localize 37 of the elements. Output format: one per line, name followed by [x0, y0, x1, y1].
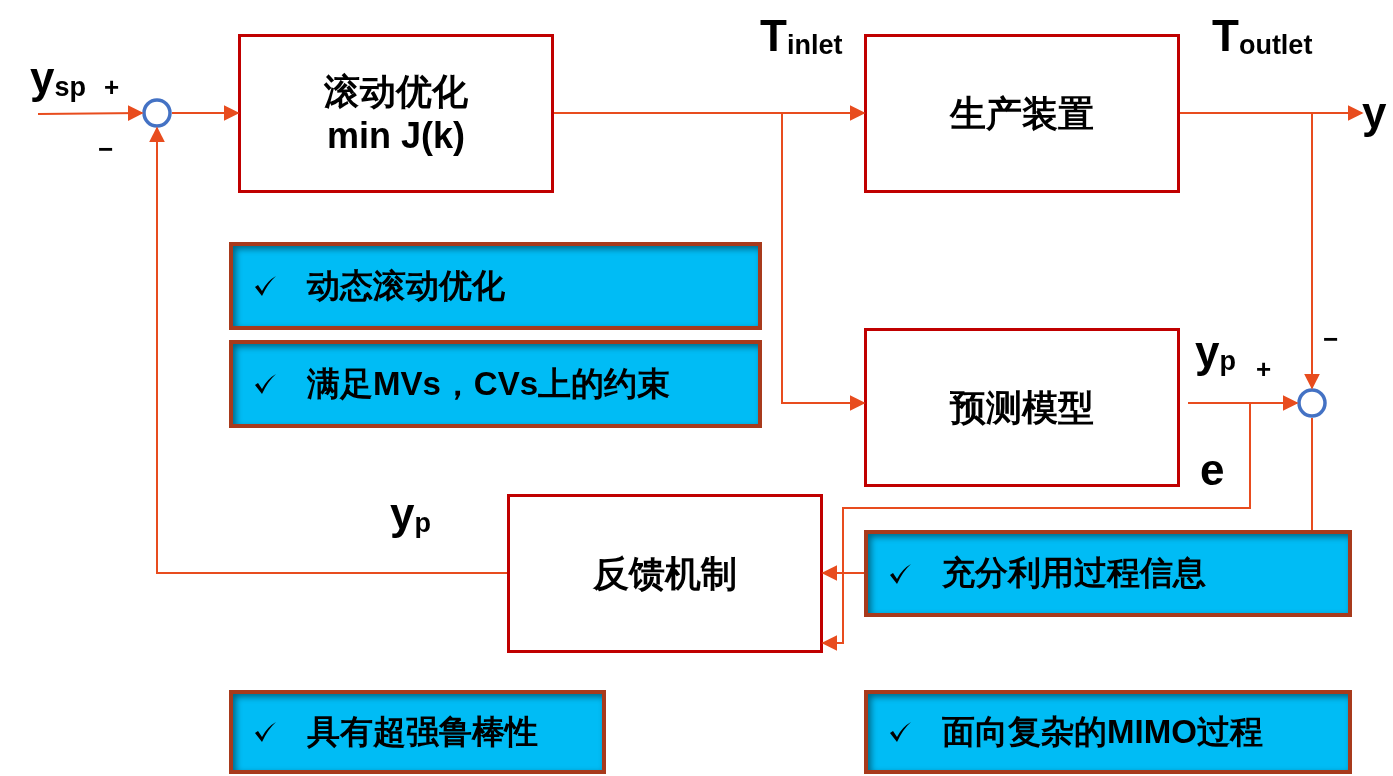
bullet-text: 具有超强鲁棒性 [307, 711, 538, 752]
process-box [507, 494, 823, 653]
signal-label: e [1200, 448, 1225, 492]
signal-label: y$_{sp}$ [30, 56, 86, 100]
arrow [821, 565, 865, 581]
bullet-text: 充分利用过程信息 [942, 553, 1206, 593]
box-label: 反馈机制 [593, 551, 737, 596]
bullet-banner [229, 242, 762, 330]
sign-label: + [1256, 356, 1272, 382]
summing-junction [1297, 388, 1327, 418]
signal-label: y [1362, 91, 1387, 135]
arrow [171, 105, 240, 121]
arrow [37, 105, 144, 122]
arrow [821, 402, 1251, 651]
box-label: 预测模型 [950, 385, 1094, 430]
sign-label: + [104, 74, 120, 100]
signal-label: y$_{p}$ [390, 492, 431, 536]
bullet-banner [229, 690, 606, 774]
signal-label: T$_{inlet}$ [760, 14, 843, 58]
box-label: 滚动优化 min J(k) [323, 70, 469, 157]
sign-label: − [98, 136, 114, 162]
bullet-banner [864, 690, 1352, 774]
bullet-text: 动态滚动优化 [307, 265, 505, 306]
signal-label: T$_{outlet}$ [1212, 14, 1313, 58]
connector-line [1311, 417, 1313, 531]
bullet-banner [229, 340, 762, 428]
bullet-text: 面向复杂的MIMO过程 [942, 711, 1263, 752]
process-box [864, 328, 1180, 487]
process-box [238, 34, 554, 193]
sign-label: − [1323, 326, 1339, 352]
arrow [149, 126, 508, 574]
summing-junction [142, 98, 172, 128]
bullet-banner [864, 530, 1352, 617]
bullet-text: 满足MVs，CVs上的约束 [307, 363, 671, 404]
process-box [864, 34, 1180, 193]
box-label: 生产装置 [950, 91, 1094, 136]
signal-label: y$_{p}$ [1195, 330, 1236, 374]
